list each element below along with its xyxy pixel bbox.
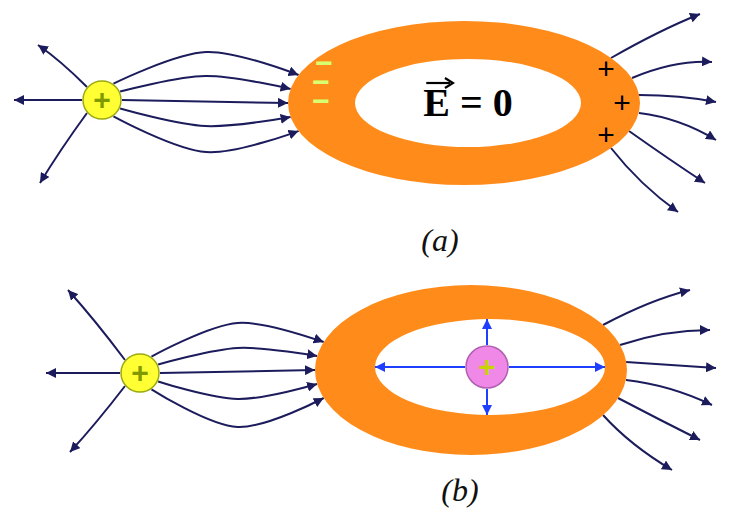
charge-sign: +: [131, 358, 149, 388]
field-line: [70, 386, 125, 452]
point-charge: +: [82, 80, 122, 120]
charge-sign: +: [478, 352, 496, 382]
field-line: [618, 398, 700, 440]
shell-body: [315, 285, 627, 455]
induced-charge: +: [597, 54, 615, 84]
charge-disc: [83, 81, 121, 119]
field-label: E = 0: [423, 83, 512, 123]
field-line: [611, 148, 678, 212]
field-line: [486, 389, 488, 415]
shell-outline: [315, 285, 627, 455]
conductor-shell: −−−E = 0+++: [288, 21, 640, 185]
field-line: [639, 113, 716, 140]
field-line: [509, 366, 605, 368]
field-line: [46, 372, 120, 374]
field-line: [120, 76, 290, 92]
field-line: [113, 116, 298, 152]
field-line: [14, 99, 82, 101]
point-charge: +: [465, 345, 509, 389]
field-line: [629, 131, 705, 183]
charge-disc: [466, 346, 508, 388]
field-line: [113, 52, 298, 84]
field-line: [40, 113, 87, 183]
conductor-shell: +: [315, 285, 627, 455]
field-line: [38, 45, 87, 87]
induced-charge: +: [597, 120, 615, 150]
field-line: [68, 290, 125, 360]
field-line: [151, 389, 323, 427]
field-line: [151, 323, 323, 357]
induced-charge: +: [613, 88, 631, 118]
field-line: [122, 100, 288, 103]
field-line: [603, 415, 672, 470]
figure-label: (a): [421, 224, 458, 256]
field-line: [486, 319, 488, 345]
induced-charge: −: [312, 86, 330, 116]
field-line: [603, 290, 690, 325]
field-line: [626, 380, 712, 405]
field-line: [160, 370, 315, 373]
field-line: [639, 95, 716, 102]
charge-disc: [121, 354, 159, 392]
field-line: [158, 381, 317, 399]
field-line: [120, 108, 290, 126]
shell-body: [288, 21, 640, 185]
field-line: [632, 62, 712, 78]
field-line: [158, 348, 317, 365]
field-line: [375, 366, 465, 368]
field-line: [611, 14, 700, 58]
charge-sign: +: [93, 85, 111, 115]
field-line: [620, 330, 710, 345]
figure-label: (b): [441, 474, 478, 506]
point-charge: +: [120, 353, 160, 393]
field-line: [626, 362, 716, 368]
